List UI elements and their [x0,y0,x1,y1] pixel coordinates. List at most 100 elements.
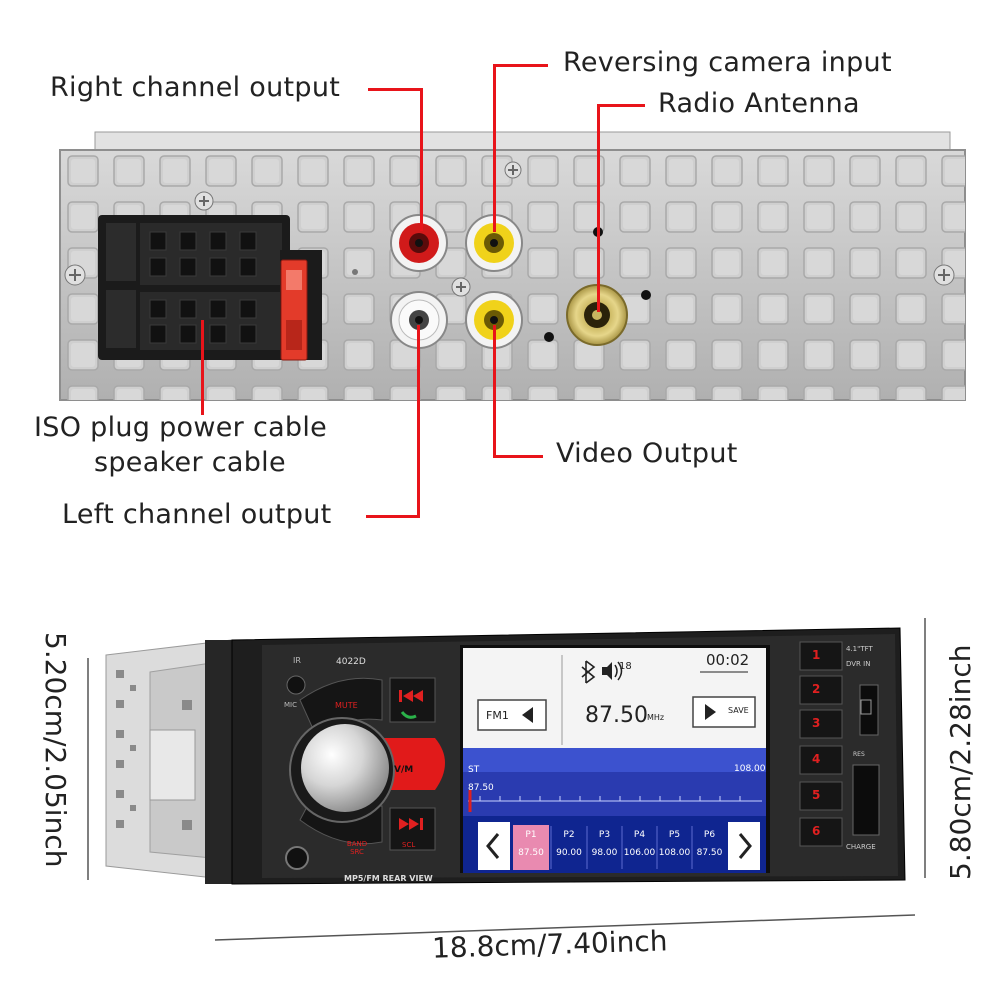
preset-name: P6 [703,830,716,840]
vm-button[interactable]: V/M [394,757,434,775]
rca-yellow-video-jack [465,291,523,349]
preset-key-1[interactable]: 1 [812,648,820,662]
preset-name: P5 [668,830,681,840]
callout-line [493,455,543,458]
charge-label: CHARGE [846,843,876,851]
chevron-left-icon [486,833,500,859]
iso-connector [98,215,322,360]
dimension-height-right: 5.80cm/2.28inch [944,644,977,880]
bluetooth-icon [581,660,596,684]
callout-line [597,104,645,107]
mute-label: MUTE [335,701,358,710]
save-button [692,696,756,728]
preset-p2[interactable]: P2 90.00 [551,826,587,862]
clock-time: 00:02 [706,651,750,669]
screw-icon [933,264,955,286]
screw-icon [194,191,214,211]
chevron-right-icon [738,833,752,859]
charge-usb-slot [852,764,880,836]
preset-name: P2 [563,830,575,840]
band-sub-label: SRC [350,848,364,856]
band-label: BAND [346,840,368,848]
frequency-unit: MHz [647,713,665,722]
scale-min: 87.50 [468,783,494,793]
preset-key-5[interactable]: 5 [812,788,820,802]
volume-icon [602,661,623,681]
preset-frequency: 87.50 [696,848,723,858]
callout-line [368,88,423,91]
preset-p4[interactable]: P4 106.00 [622,826,657,862]
preset-name: P1 [525,830,537,840]
preset-frequency: 98.00 [591,848,618,858]
front-footer-label: MP5/FM REAR VIEW [344,874,433,883]
ir-label: IR [293,656,301,665]
preset-frequency: 87.50 [518,848,544,858]
side-button-panel [799,641,843,847]
label-speaker-cable: speaker cable [94,447,286,478]
preset-p6[interactable]: P6 87.50 [692,826,727,862]
screw-icon [64,264,86,286]
rca-red-right-jack [390,214,448,272]
fuse [280,259,308,361]
preset-key-2[interactable]: 2 [812,682,820,696]
label-right-channel-output: Right channel output [50,72,341,103]
preset-name: P3 [598,830,611,840]
previous-track-icon [399,690,423,702]
preset-key-label: 5 [812,788,821,802]
mic-hole [286,675,306,695]
label-reversing-camera-input: Reversing camera input [563,47,892,78]
label-iso-plug-power-cable: ISO plug power cable [34,412,328,443]
callout-line [597,104,600,312]
rca-yellow-camera-jack [465,214,523,272]
label-radio-antenna: Radio Antenna [658,88,860,119]
callout-line [493,64,496,232]
scl-label: SCL [402,841,416,849]
mute-button[interactable]: MUTE [335,693,375,710]
preset-key-label: 2 [812,682,821,696]
vm-label: V/M [394,765,414,775]
volume-level: 18 [619,661,632,672]
rca-white-left-jack [390,291,448,349]
preset-frequency: 90.00 [556,848,582,858]
preset-frequency: 106.00 [623,848,656,858]
preset-key-6[interactable]: 6 [812,824,820,838]
next-track-icon [399,818,423,830]
usb-port [285,846,309,870]
fm1-label: FM1 [486,709,509,722]
call-icon [400,711,417,719]
dimension-height-left: 5.20cm/2.05inch [39,632,72,868]
screw-icon [451,277,471,297]
res-label: RES [853,751,865,758]
preset-name: P4 [633,830,646,840]
callout-line [493,325,496,458]
band-button[interactable]: BAND SRC [340,840,374,862]
screw-icon [504,161,522,179]
callout-line [493,64,548,67]
fm1-button [477,699,547,731]
model-label: 4022D [336,657,366,667]
callout-line [417,325,420,518]
preset-p5[interactable]: P5 108.00 [657,826,692,862]
control-cluster [289,677,445,851]
scale-max: 108.00 [734,764,766,774]
preset-key-3[interactable]: 3 [812,716,820,730]
save-label: SAVE [728,706,749,715]
mic-label: MIC [284,701,297,709]
preset-p3[interactable]: P3 98.00 [587,826,622,862]
preset-key-label: 6 [812,824,821,838]
callout-line [366,515,420,518]
stereo-indicator: ST [468,765,480,775]
dvr-in-label: DVR IN [846,660,871,668]
preset-key-label: 3 [812,716,821,730]
preset-key-4[interactable]: 4 [812,752,820,766]
callout-line [201,320,204,415]
callout-line [420,88,423,231]
preset-p1[interactable]: P1 87.50 [513,826,549,862]
frequency-display: 87.50 [585,703,648,728]
preset-key-label: 1 [812,648,821,662]
label-left-channel-output: Left channel output [62,499,332,530]
preset-key-label: 4 [812,752,821,766]
sd-card-slot [859,684,879,736]
